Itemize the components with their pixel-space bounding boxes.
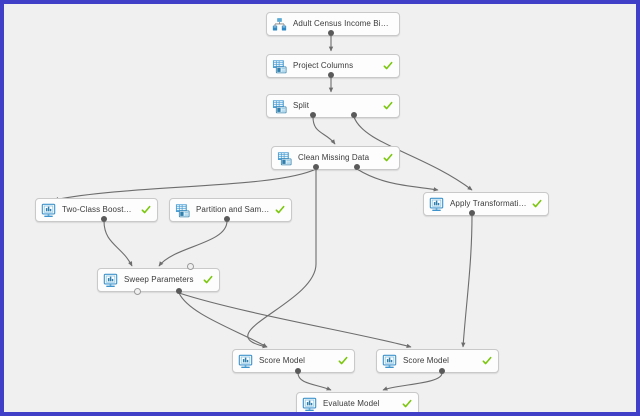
status-check-icon [532, 199, 542, 208]
edge-clean-to-sweep [247, 169, 317, 349]
status-check-icon [383, 101, 393, 110]
port-in-sweep[interactable] [186, 262, 194, 270]
edge-twoclass-to-sweep [103, 220, 133, 267]
data-table-icon [272, 59, 287, 73]
port-out-score_left[interactable] [295, 368, 301, 374]
edge-clean-to-transform [356, 168, 439, 192]
port-out-project[interactable] [328, 72, 334, 78]
status-check-icon [383, 61, 393, 70]
module-node-transform[interactable]: Apply Transformation [423, 192, 549, 216]
port-out-clean[interactable] [313, 164, 319, 170]
port-out-partition[interactable] [224, 216, 230, 222]
module-label: Two-Class Boosted Decision T... [62, 205, 136, 214]
module-label: Evaluate Model [323, 399, 380, 408]
status-check-icon [482, 356, 492, 365]
port-out-twoclass[interactable] [101, 216, 107, 222]
module-node-score_right[interactable]: Score Model [376, 349, 499, 373]
module-label: Score Model [259, 356, 306, 365]
port-out-dataset[interactable] [328, 30, 334, 36]
status-check-icon [338, 356, 348, 365]
port-out-sweep[interactable] [176, 288, 182, 294]
port-out-split[interactable] [310, 112, 316, 118]
port-out-score_right[interactable] [439, 368, 445, 374]
module-node-evaluate[interactable]: Evaluate Model [296, 392, 419, 412]
edge-partition-to-sweep [158, 220, 228, 267]
module-node-sweep[interactable]: Sweep Parameters [97, 268, 220, 292]
edge-sweep-to-score_left [178, 292, 268, 348]
edge-sweep-to-score_right [178, 292, 412, 348]
data-table-icon [272, 99, 287, 113]
edge-split-to-clean [312, 116, 336, 145]
status-check-icon [402, 399, 412, 408]
model-icon [429, 197, 444, 211]
port-out-evaluate[interactable] [353, 411, 361, 412]
port-out-clean[interactable] [354, 164, 360, 170]
module-node-partition[interactable]: Partition and Sample [169, 198, 292, 222]
model-icon [238, 354, 253, 368]
module-label: Adult Census Income Binary C... [293, 19, 393, 28]
edge-transform-to-score_right [461, 214, 473, 348]
module-node-split[interactable]: Split [266, 94, 400, 118]
status-check-icon [203, 275, 213, 284]
model-icon [382, 354, 397, 368]
module-label: Clean Missing Data [298, 153, 370, 162]
workflow-canvas[interactable]: Adult Census Income Binary C... Project C… [4, 4, 636, 412]
edge-score_right-to-evaluate [382, 372, 443, 391]
module-label: Partition and Sample [196, 205, 270, 214]
edge-score_left-to-evaluate [297, 372, 332, 391]
edge-clean-to-twoclass [53, 168, 317, 202]
module-node-score_left[interactable]: Score Model [232, 349, 355, 373]
model-icon [103, 273, 118, 287]
module-label: Project Columns [293, 61, 354, 70]
port-out-transform[interactable] [469, 210, 475, 216]
module-label: Score Model [403, 356, 450, 365]
status-check-icon [141, 205, 151, 214]
module-label: Apply Transformation [450, 199, 527, 208]
status-check-icon [275, 205, 285, 214]
module-label: Split [293, 101, 310, 110]
dataset-icon [272, 17, 287, 30]
model-icon [302, 397, 317, 411]
port-out-split[interactable] [351, 112, 357, 118]
module-node-twoclass[interactable]: Two-Class Boosted Decision T... [35, 198, 158, 222]
data-table-icon [277, 151, 292, 165]
data-table-icon [175, 203, 190, 217]
module-node-clean[interactable]: Clean Missing Data [271, 146, 400, 170]
module-label: Sweep Parameters [124, 275, 194, 284]
model-icon [41, 203, 56, 217]
status-check-icon [383, 153, 393, 162]
port-out-sweep[interactable] [133, 287, 141, 295]
